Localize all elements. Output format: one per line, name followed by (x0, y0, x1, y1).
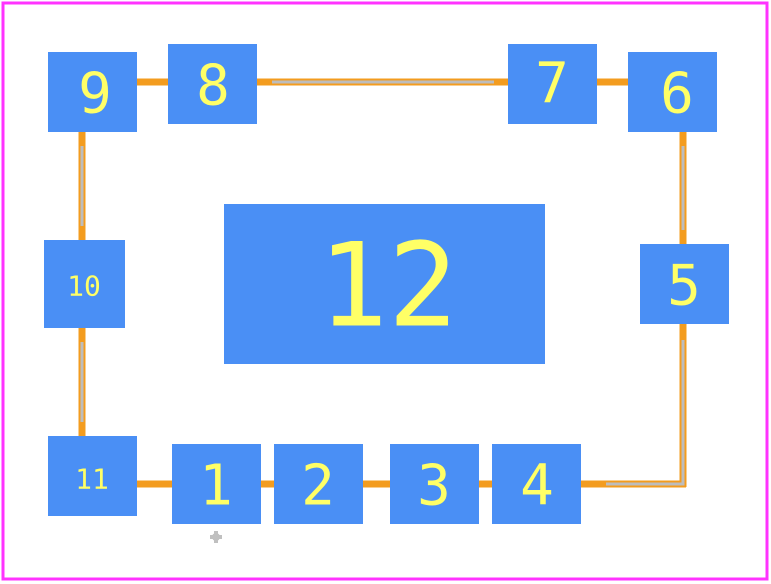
trace-5-4-core (606, 340, 685, 486)
pad-label-12: 12 (318, 219, 458, 354)
pad-5 (640, 244, 729, 324)
pad-7 (508, 44, 597, 124)
pad-label-6: 6 (660, 62, 694, 127)
pad-label-4: 4 (520, 454, 554, 519)
pad-11 (48, 436, 137, 516)
traces (78, 78, 687, 488)
pad-6 (628, 52, 717, 132)
pad-12 (224, 204, 545, 364)
pads (44, 44, 729, 524)
pad-10 (44, 240, 125, 328)
pad-label-5: 5 (667, 254, 701, 319)
pad-label-9: 9 (78, 62, 112, 127)
pad-8 (168, 44, 257, 124)
pad-label-8: 8 (196, 54, 230, 119)
pad-labels: 1 2 3 4 5 6 7 8 9 10 11 12 (67, 52, 701, 519)
pad-label-7: 7 (535, 52, 569, 117)
pad-9 (48, 52, 137, 132)
pad-label-10: 10 (67, 270, 101, 303)
origin-marker-icon (210, 531, 222, 543)
pad-4 (492, 444, 581, 524)
pad-1 (172, 444, 261, 524)
pad-label-1: 1 (199, 454, 233, 519)
pad-label-3: 3 (417, 454, 451, 519)
pad-label-2: 2 (301, 454, 335, 519)
pad-label-11: 11 (75, 463, 109, 496)
pad-2 (274, 444, 363, 524)
pad-3 (390, 444, 479, 524)
